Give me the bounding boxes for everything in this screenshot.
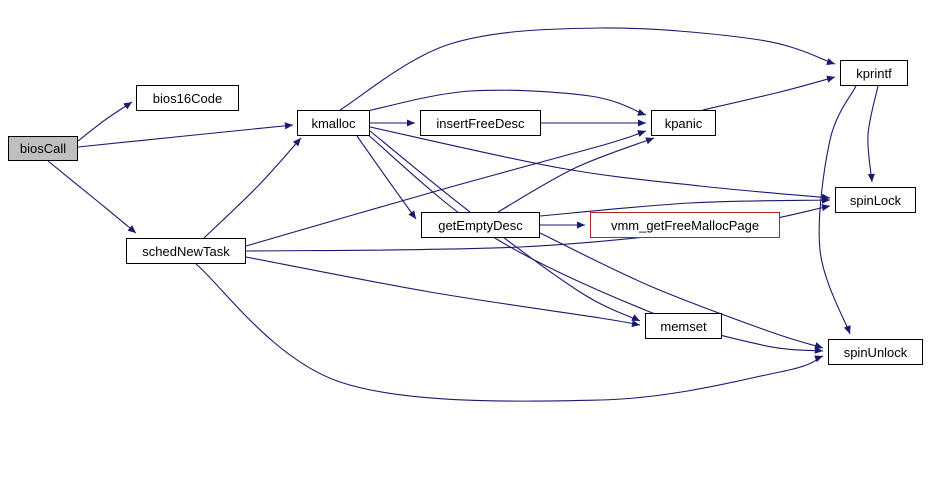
- edge-schedNewTask-memset: [245, 256, 641, 328]
- edge-biosCall-bios16Code: [77, 101, 133, 142]
- edge-kprintf-spinLock: [867, 85, 879, 183]
- edge-kmalloc-spinUnlock: [366, 133, 824, 354]
- node-memset[interactable]: memset: [645, 313, 722, 339]
- edge-kmalloc-memset: [369, 130, 641, 322]
- edge-biosCall-schedNewTask: [47, 160, 137, 234]
- node-kpanic[interactable]: kpanic: [651, 110, 716, 136]
- edge-schedNewTask-spinUnlock: [195, 263, 824, 402]
- edge-schedNewTask-kmalloc: [203, 137, 302, 239]
- edge-kmalloc-getEmptyDesc: [356, 135, 417, 220]
- edge-group: [47, 27, 879, 402]
- node-insertFreeDesc[interactable]: insertFreeDesc: [420, 110, 541, 136]
- node-spinUnlock[interactable]: spinUnlock: [828, 339, 923, 365]
- node-kprintf[interactable]: kprintf: [840, 60, 908, 86]
- edge-biosCall-kmalloc: [77, 122, 294, 148]
- node-vmm_getFreeMallocPage[interactable]: vmm_getFreeMallocPage: [590, 212, 780, 238]
- node-kmalloc[interactable]: kmalloc: [297, 110, 370, 136]
- edge-schedNewTask-kpanic: [245, 130, 647, 247]
- edge-kmalloc-kpanic: [366, 89, 647, 116]
- node-getEmptyDesc[interactable]: getEmptyDesc: [421, 212, 540, 238]
- edge-kmalloc-kprintf: [339, 27, 836, 111]
- edge-kpanic-kprintf: [702, 75, 836, 111]
- node-spinLock[interactable]: spinLock: [835, 187, 916, 213]
- edge-getEmptyDesc-spinUnlock: [539, 232, 824, 350]
- node-schedNewTask[interactable]: schedNewTask: [126, 238, 246, 264]
- edge-kmalloc-spinLock: [369, 126, 831, 201]
- edge-getEmptyDesc-spinLock: [539, 196, 831, 217]
- node-biosCall: biosCall: [8, 136, 78, 161]
- node-bios16Code[interactable]: bios16Code: [136, 85, 239, 111]
- edge-kprintf-spinUnlock: [818, 85, 857, 335]
- edge-getEmptyDesc-kpanic: [497, 137, 655, 213]
